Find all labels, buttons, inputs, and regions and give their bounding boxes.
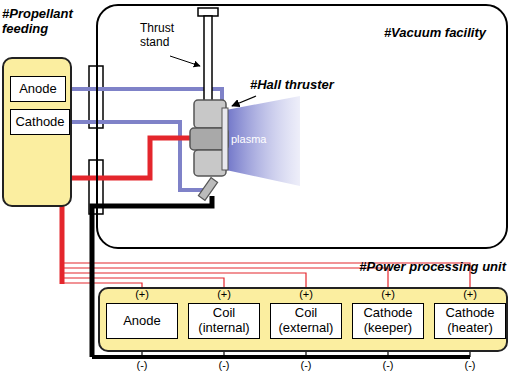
box-label: Anode xyxy=(123,314,161,329)
supply-box: Cathode xyxy=(10,109,70,135)
polarity-mark: (-) xyxy=(301,359,312,372)
positive-cable xyxy=(62,138,192,284)
power-supply-box: Cathode (heater) xyxy=(434,303,506,339)
power-supply-box: Cathode (keeper) xyxy=(352,303,424,339)
thruster-body xyxy=(194,100,226,128)
polarity-mark: (+) xyxy=(217,288,231,301)
thrust-stand-rod xyxy=(204,16,212,102)
box-label: Coil (internal) xyxy=(193,306,255,336)
leader-arrow xyxy=(232,96,256,106)
panel-heading: #Propellant feeding xyxy=(2,7,92,37)
polarity-mark: (+) xyxy=(463,288,477,301)
thruster-exit xyxy=(222,108,228,170)
polarity-mark: (+) xyxy=(135,288,149,301)
polarity-mark: (+) xyxy=(381,288,395,301)
polarity-mark: (-) xyxy=(465,359,476,372)
box-label: Cathode xyxy=(15,115,64,130)
polarity-mark: (-) xyxy=(137,359,148,372)
box-label: Coil (external) xyxy=(275,306,337,336)
part-name: #Hall thruster xyxy=(250,78,334,93)
part-name: plasma xyxy=(231,133,266,146)
plasma-plume xyxy=(226,96,300,186)
panel-heading: #Power processing unit xyxy=(359,260,506,275)
hollow-cathode xyxy=(198,178,217,201)
power-supply-box: Coil (external) xyxy=(270,303,342,339)
supply-box: Anode xyxy=(10,76,66,102)
box-label: Anode xyxy=(19,82,57,97)
stand-mount xyxy=(198,8,218,16)
thruster-body xyxy=(194,150,226,176)
leader-arrow xyxy=(170,56,200,66)
polarity-mark: (-) xyxy=(383,359,394,372)
propellant-panel: #Propellant feedingAnodeCathode xyxy=(2,57,72,207)
panel-heading: #Vacuum facility xyxy=(384,26,486,41)
negative-bus xyxy=(92,355,470,359)
box-label: Cathode (heater) xyxy=(439,306,501,336)
part-name: Thrust stand xyxy=(140,22,184,50)
polarity-mark: (-) xyxy=(219,359,230,372)
box-label: Cathode (keeper) xyxy=(357,306,419,336)
power-supply-box: Anode xyxy=(106,303,178,339)
power-supply-box: Coil (internal) xyxy=(188,303,260,339)
negative-wires xyxy=(142,352,470,357)
polarity-mark: (+) xyxy=(299,288,313,301)
